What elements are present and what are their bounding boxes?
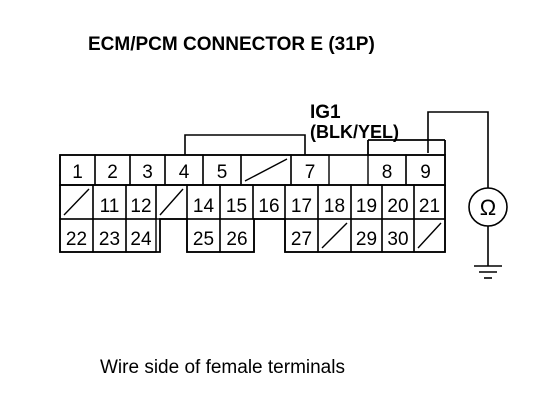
terminal-r3-26-label: 26 (226, 229, 247, 250)
terminal-r2-12-label: 12 (130, 196, 151, 217)
terminal-r3-blank8-blank-slash (321, 222, 348, 249)
terminal-r1-4-label: 4 (179, 162, 190, 183)
terminal-r3-22-label: 22 (66, 229, 87, 250)
terminal-r1-blank5-blank-slash (244, 158, 288, 182)
terminal-r2-11-label: 11 (100, 196, 120, 217)
terminal-r3-23-label: 23 (99, 229, 120, 250)
ohmmeter-circle (468, 187, 508, 227)
terminal-r3-24-label: 24 (130, 229, 152, 250)
diagram-title: ECM/PCM CONNECTOR E (31P) (88, 34, 375, 55)
terminal-r2-20-label: 20 (387, 196, 408, 217)
terminal-r2-15-label: 15 (226, 196, 247, 217)
terminal-r2-14-label: 14 (193, 196, 215, 217)
terminal-r1-2-label: 2 (107, 162, 118, 183)
terminal-r3-25-label: 25 (193, 229, 214, 250)
terminal-r1-3-label: 3 (142, 162, 153, 183)
terminal-r3-27-label: 27 (291, 229, 312, 250)
terminal-r3-26-cell (219, 218, 255, 253)
ohm-symbol: Ω (480, 195, 496, 220)
terminal-r2-16-label: 16 (258, 196, 279, 217)
terminal-r3-29-label: 29 (356, 229, 377, 250)
terminal-r1-1-label: 1 (72, 162, 83, 183)
diagram-caption: Wire side of female terminals (100, 357, 345, 378)
terminal-r1-7-label: 7 (305, 162, 316, 183)
terminal-r3-blank11-cell (413, 218, 446, 253)
terminal-r2-blank3-blank-slash (159, 188, 184, 216)
meter-lead (427, 111, 489, 188)
terminal-r2-18-label: 18 (324, 196, 345, 217)
terminal-r1-9-label: 9 (420, 162, 431, 183)
terminal-r3-24-cell (125, 218, 157, 253)
terminal-r3-30-label: 30 (387, 229, 408, 250)
terminal-r2-19-label: 19 (356, 196, 377, 217)
terminal-r2-17-label: 17 (291, 196, 312, 217)
terminal-r1-8-label: 8 (382, 162, 393, 183)
signal-label: IG1 (310, 102, 341, 123)
terminal-r2-blank0-blank-slash (63, 188, 90, 216)
terminal-r3-blank11-blank-slash (417, 222, 442, 249)
jumper-wire (184, 134, 306, 155)
wire-color-label: (BLK/YEL) (310, 122, 399, 142)
terminal-r2-21-label: 21 (419, 196, 440, 217)
terminal-r1-5-label: 5 (217, 162, 228, 183)
